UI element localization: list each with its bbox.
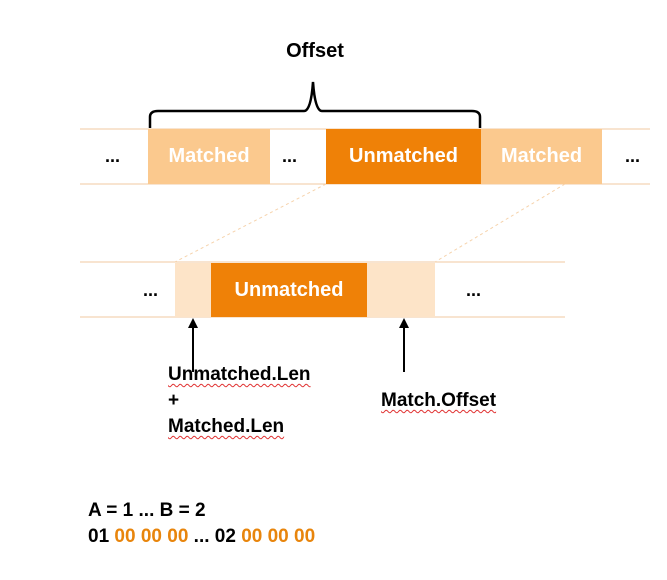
top-matched-label-1: Matched [168,145,250,167]
top-ellipsis-1: ... [105,146,121,166]
top-matched-block-1: Matched [148,129,270,184]
encoding-zeros-b: 00 00 00 [241,526,316,547]
matched-len-text: Matched.Len [168,416,285,437]
zoom-line-left [174,183,327,263]
bottom-ellipsis-right: ... [466,280,482,300]
zoom-line-right [434,183,566,263]
offset-brace [148,81,482,128]
bottom-ellipsis-left: ... [143,280,159,300]
encoding-byte-a: 01 [88,526,115,547]
bottom-unmatched-label: Unmatched [234,278,344,301]
top-ellipsis-2: ... [282,146,298,166]
encoding-zeros-a: 00 00 00 [114,526,189,547]
length-annotation: Unmatched.Len + Matched.Len [168,362,311,440]
top-unmatched-block: Unmatched [326,129,481,184]
unmatched-len-text: Unmatched.Len [168,364,311,385]
encoding-byte-b: ... 02 [188,526,242,547]
offset-label: Offset [286,40,344,62]
bottom-matched-pale-left [175,263,211,317]
bottom-unmatched-block: Unmatched [211,263,367,317]
match-offset-text: Match.Offset [381,390,497,411]
bottom-matched-pale-right [367,263,435,317]
offset-arrow-head [399,318,409,328]
encoding-line-2: 01 00 00 00 ... 02 00 00 00 [88,526,315,548]
top-matched-label-2: Matched [500,145,583,167]
top-matched-block-2: Matched [481,129,602,184]
plus-text: + [168,390,180,411]
top-ellipsis-3: ... [625,146,641,166]
len-arrow-head [188,318,198,328]
top-unmatched-label: Unmatched [349,145,458,167]
encoding-line-1: A = 1 ... B = 2 [88,500,206,521]
